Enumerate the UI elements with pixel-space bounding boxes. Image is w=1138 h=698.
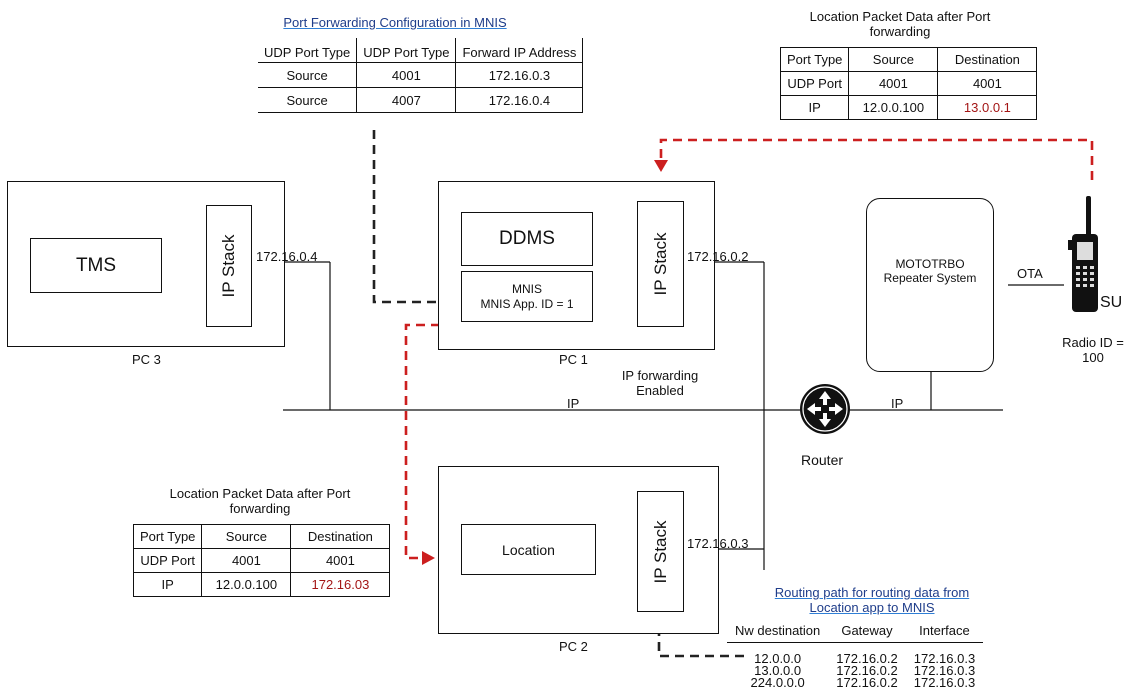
- left-packet-cell: UDP Port: [132, 548, 203, 573]
- pc2-ip-address: 172.16.0.3: [687, 536, 749, 551]
- ip-network-label-right: IP: [891, 396, 904, 411]
- routing-cell: 172.16.0.2: [836, 663, 898, 678]
- top-packet-destination-ip: 13.0.0.1: [937, 95, 1038, 120]
- ip-forwarding-note: IP forwarding Enabled: [621, 368, 699, 398]
- mnis-app-name: MNIS: [512, 281, 542, 296]
- left-packet-cell: 12.0.0.100: [201, 572, 292, 597]
- routing-table: Nw destination Gateway Interface 12.0.0.…: [727, 624, 984, 690]
- repeater-system-box: MOTOTRBO Repeater System: [866, 198, 994, 372]
- routing-cell: 172.16.0.3: [913, 675, 976, 690]
- pc3-ip-address: 172.16.0.4: [256, 249, 318, 264]
- routing-cell: 224.0.0.0: [750, 675, 805, 690]
- left-packet-table: Port Type Source Destination UDP Port 40…: [132, 524, 391, 597]
- pc1-label: PC 1: [559, 352, 588, 367]
- su-to-pc1-path: [659, 138, 1094, 180]
- routing-header: Gateway: [828, 624, 906, 643]
- ip-network-label-left: IP: [567, 396, 580, 411]
- location-app-box: Location: [461, 524, 596, 575]
- routing-cell: 172.16.0.2: [836, 675, 898, 690]
- routing-header: Interface: [905, 624, 984, 643]
- pc3-ip-stack-label: IP Stack: [219, 234, 238, 298]
- routing-title: Routing path for routing data from Locat…: [774, 585, 970, 615]
- top-packet-header: Source: [848, 47, 939, 72]
- pc1-ip-address: 172.16.0.2: [687, 249, 749, 264]
- tms-app-box: TMS: [30, 238, 162, 293]
- left-packet-title: Location Packet Data after Port forwardi…: [169, 486, 351, 516]
- pc3-ip-stack: IP Stack: [206, 205, 252, 327]
- mnis-config-table: UDP Port Type UDP Port Type Forward IP A…: [258, 38, 584, 113]
- mnis-cell: 4001: [356, 62, 457, 88]
- mnis-cell: 172.16.0.3: [455, 62, 584, 88]
- pc2-label: PC 2: [559, 639, 588, 654]
- top-packet-cell: IP: [779, 95, 850, 120]
- left-packet-header: Destination: [290, 524, 391, 549]
- top-packet-title: Location Packet Data after Port forwardi…: [809, 9, 991, 39]
- config-dashed-path: [372, 130, 456, 304]
- top-packet-header: Destination: [937, 47, 1038, 72]
- mnis-app-id: MNIS App. ID = 1: [480, 296, 574, 311]
- router-icon: [800, 384, 850, 434]
- mnis-cell: 4007: [356, 87, 457, 113]
- mnis-header-2: UDP Port Type: [356, 38, 457, 63]
- top-packet-cell: 12.0.0.100: [848, 95, 939, 120]
- routing-cell: 172.16.0.3: [913, 663, 976, 678]
- mnis-app-box: MNIS MNIS App. ID = 1: [461, 271, 593, 322]
- ota-label: OTA: [1017, 266, 1043, 281]
- mnis-header-3: Forward IP Address: [455, 38, 584, 63]
- routing-cell: 12.0.0.0: [754, 651, 802, 666]
- top-packet-header: Port Type: [779, 47, 850, 72]
- mnis-cell: Source: [258, 62, 358, 88]
- routing-cell: 13.0.0.0: [754, 663, 802, 678]
- mnis-cell: 172.16.0.4: [455, 87, 584, 113]
- routing-cell: 172.16.0.3: [913, 651, 976, 666]
- mnis-to-pc2-path: [404, 323, 440, 560]
- left-packet-cell: 4001: [201, 548, 292, 573]
- mnis-config-title: Port Forwarding Configuration in MNIS: [283, 15, 507, 30]
- mnis-header-1: UDP Port Type: [258, 38, 358, 63]
- ddms-app-box: DDMS: [461, 212, 593, 266]
- top-packet-cell: 4001: [848, 71, 939, 96]
- routing-header: Nw destination: [727, 624, 829, 643]
- left-packet-destination-ip: 172.16.03: [290, 572, 391, 597]
- routing-cell: 172.16.0.2: [836, 651, 898, 666]
- pc3-label: PC 3: [132, 352, 161, 367]
- pc1-ip-stack-label: IP Stack: [650, 232, 670, 296]
- pc2-ip-stack-label: IP Stack: [650, 520, 670, 583]
- pc2-ip-stack: IP Stack: [637, 491, 684, 612]
- top-packet-cell: 4001: [937, 71, 1038, 96]
- left-packet-cell: 4001: [290, 548, 391, 573]
- left-packet-header: Source: [201, 524, 292, 549]
- repeater-name: MOTOTRBO Repeater System: [883, 257, 977, 285]
- mnis-cell: Source: [258, 87, 358, 113]
- su-label: SU: [1100, 294, 1123, 311]
- top-packet-table: Port Type Source Destination UDP Port 40…: [779, 47, 1038, 120]
- mnis-to-pc2-arrowhead: [422, 551, 435, 565]
- su-to-pc1-arrowhead: [654, 160, 668, 172]
- pc1-ip-stack: IP Stack: [637, 201, 684, 327]
- top-packet-cell: UDP Port: [779, 71, 850, 96]
- left-packet-header: Port Type: [132, 524, 203, 549]
- router-label: Router: [801, 452, 844, 468]
- radio-handset-icon: [1068, 196, 1098, 312]
- radio-id-label: Radio ID = 100: [1062, 335, 1124, 365]
- left-packet-cell: IP: [132, 572, 203, 597]
